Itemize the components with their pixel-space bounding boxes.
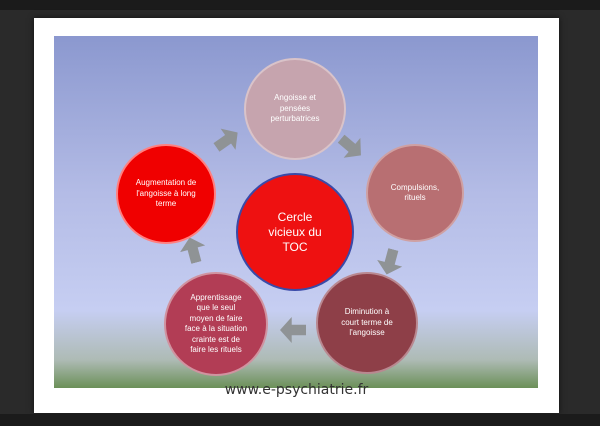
- node-short-term-decrease: Diminution à court terme de l'angoisse: [316, 272, 418, 374]
- diagram-panel: Angoisse et pensées perturbatrices Compu…: [54, 36, 538, 388]
- node-learning: Apprentissage que le seul moyen de faire…: [164, 272, 268, 376]
- node-center-label: Cercle vicieux du TOC: [268, 209, 322, 254]
- top-bar: [0, 0, 600, 10]
- node-compulsions: Compulsions, rituels: [366, 144, 464, 242]
- arrow-icon: [280, 317, 306, 343]
- node-compulsions-label: Compulsions, rituels: [390, 182, 440, 203]
- source-caption: www.e-psychiatrie.fr: [224, 382, 369, 398]
- node-anxiety-thoughts: Angoisse et pensées perturbatrices: [244, 58, 346, 160]
- node-long-term-increase: Augmentation de l'angoisse à long terme: [116, 144, 216, 244]
- node-center-vicious-circle: Cercle vicieux du TOC: [236, 173, 354, 291]
- node-anxiety-thoughts-label: Angoisse et pensées perturbatrices: [270, 93, 320, 124]
- bottom-bar: [0, 414, 600, 426]
- slide: Angoisse et pensées perturbatrices Compu…: [34, 18, 559, 413]
- node-learning-label: Apprentissage que le seul moyen de faire…: [184, 292, 248, 355]
- node-long-term-increase-label: Augmentation de l'angoisse à long terme: [135, 178, 197, 209]
- node-short-term-decrease-label: Diminution à court terme de l'angoisse: [341, 307, 393, 338]
- arrow-icon: [209, 122, 245, 158]
